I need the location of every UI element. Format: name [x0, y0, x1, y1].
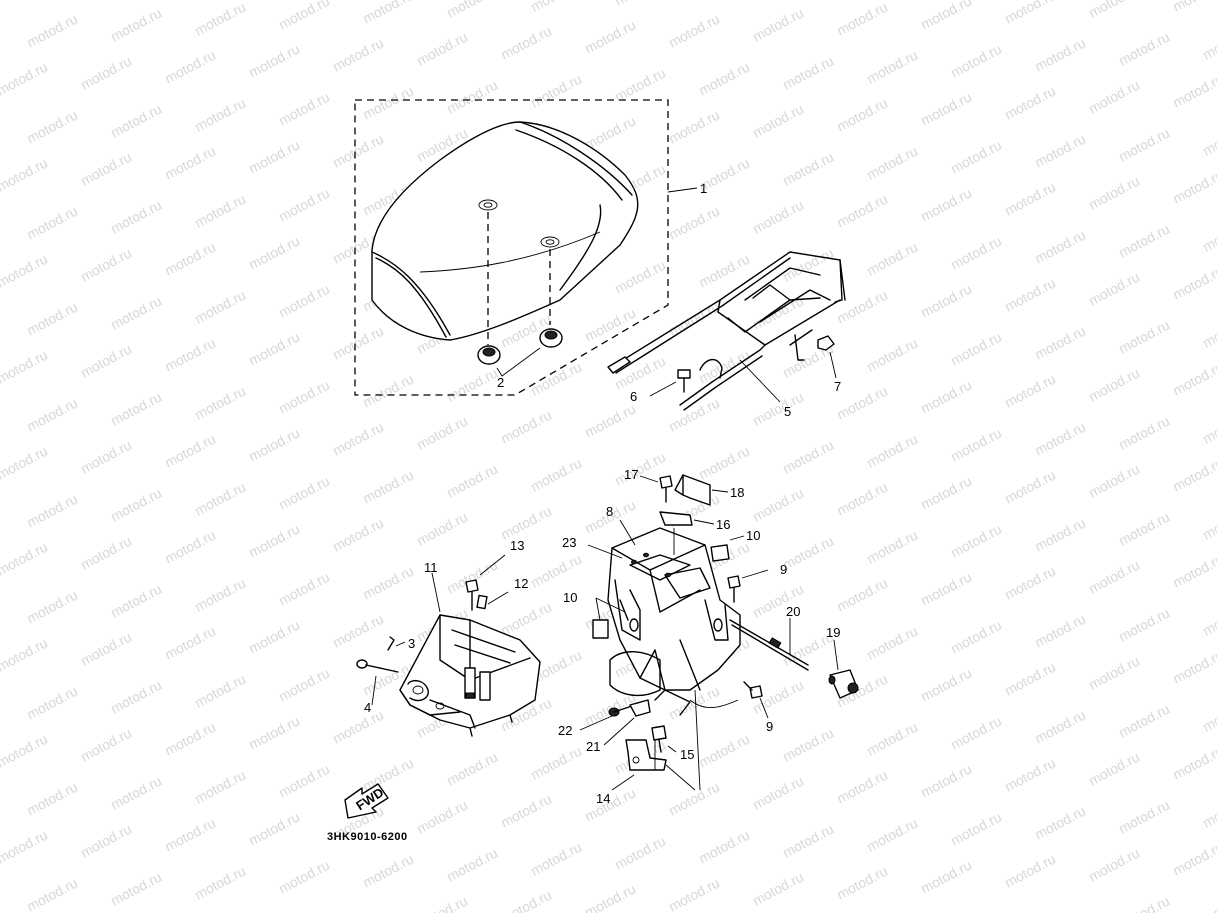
callout-8: 8 [606, 504, 613, 519]
part-number-label: 3HK9010-6200 [327, 831, 408, 843]
callout-12: 12 [514, 576, 528, 591]
nut [817, 335, 835, 351]
sensor [828, 669, 859, 699]
callout-14: 14 [596, 791, 610, 806]
bolt [465, 579, 479, 611]
seat-assembly [354, 99, 698, 396]
callout-3: 3 [408, 636, 415, 651]
callout-4: 4 [364, 700, 371, 715]
callout-9b: 9 [766, 719, 773, 734]
callout-17: 17 [624, 467, 638, 482]
callout-1: 1 [700, 181, 707, 196]
callout-11: 11 [424, 560, 438, 575]
callout-22: 22 [558, 723, 572, 738]
bolt [659, 475, 673, 503]
callout-19: 19 [826, 625, 840, 640]
bolt [356, 659, 399, 673]
bolt [743, 681, 763, 699]
screw [608, 705, 633, 717]
battery-box [356, 554, 541, 737]
callout-20: 20 [786, 604, 800, 619]
fwd-arrow-icon: FWD [344, 783, 389, 819]
callout-23: 23 [562, 535, 576, 550]
callout-13: 13 [510, 538, 524, 553]
bolt [727, 575, 741, 603]
callout-5: 5 [784, 404, 791, 419]
damper-rubber [477, 328, 563, 365]
rear-bracket-assembly [579, 474, 859, 791]
bracket [625, 739, 667, 771]
callout-21: 21 [586, 739, 600, 754]
callout-9a: 9 [780, 562, 787, 577]
callout-labels: 1 2 3 4 5 6 7 8 9 9 10 10 11 12 13 14 15… [364, 181, 841, 806]
callout-15: 15 [680, 747, 694, 762]
rear-carrier [607, 251, 846, 411]
callout-2: 2 [497, 375, 504, 390]
callout-10b: 10 [563, 590, 577, 605]
bolt [677, 369, 691, 393]
callout-10a: 10 [746, 528, 760, 543]
callout-18: 18 [730, 485, 744, 500]
callout-7: 7 [834, 379, 841, 394]
callout-16: 16 [716, 517, 730, 532]
bolt [651, 725, 667, 753]
callout-6: 6 [630, 389, 637, 404]
